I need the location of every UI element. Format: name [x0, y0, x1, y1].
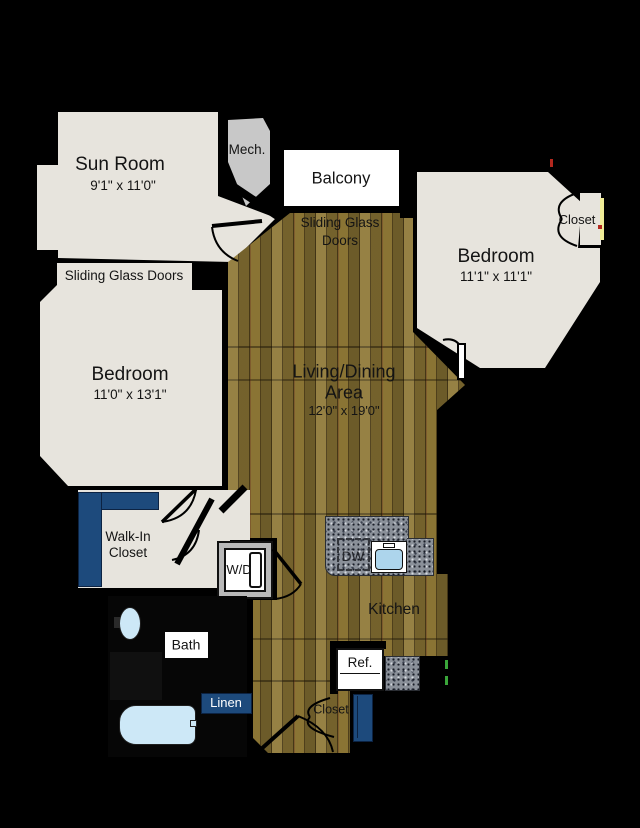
green-dash-1 [445, 660, 448, 669]
bedroom-right-label: Bedroom [457, 246, 535, 268]
kitchen-label: Kitchen [368, 600, 420, 618]
sliding-glass-doors-left-label: Sliding Glass Doors [64, 267, 184, 283]
bedroom-left-dims: 11'0" x 13'1" [93, 386, 167, 402]
washer-dryer-label: W/D [226, 562, 252, 578]
mech-room [228, 118, 270, 206]
kitchen-counter-right [407, 538, 434, 576]
sun-room-label: Sun Room [75, 154, 165, 176]
kitchen-faucet [383, 543, 395, 548]
dishwasher [337, 538, 370, 571]
window-marker-red-2 [598, 225, 602, 229]
toilet-tank [114, 617, 120, 628]
bedroom-left-label: Bedroom [91, 364, 169, 386]
bathtub [119, 705, 196, 745]
kitchen-sink-basin [375, 549, 403, 570]
linen-label: Linen [210, 695, 242, 711]
walk-in-closet-shelf-left [78, 492, 102, 587]
sun-room-dims: 9'1" x 11'0" [90, 177, 156, 193]
living-dining-label-line1: Living/Dining [292, 361, 396, 382]
bath-label-bg [165, 632, 208, 658]
dishwasher-label: DW [341, 548, 365, 564]
washer-dryer-door [249, 552, 262, 588]
bath-vanity [110, 652, 162, 700]
green-dash-2 [445, 676, 448, 685]
refrigerator-label: Ref. [347, 654, 373, 670]
ref-wall-left [330, 641, 338, 694]
balcony [284, 150, 399, 206]
sliding-glass-doors-top-line1: Sliding Glass [300, 214, 380, 230]
living-dining-label-line2: Area [324, 382, 364, 403]
closet-right-label: Closet [558, 212, 596, 228]
living-dining-dims: 12'0" x 19'0" [308, 403, 380, 419]
refrigerator [336, 648, 384, 691]
closet-bottom-shelf [353, 694, 373, 742]
closet-right-window [600, 198, 604, 240]
refrigerator-door-line [340, 673, 380, 674]
bedroom-left [40, 263, 222, 486]
mech-label: Mech. [228, 141, 266, 157]
toilet [119, 607, 141, 640]
balcony-label: Balcony [311, 169, 371, 188]
bathtub-tap [190, 720, 197, 727]
closet-bottom-shelf-line [357, 696, 358, 738]
linen-badge [201, 693, 252, 714]
bath-label: Bath [171, 636, 201, 653]
counter-beside-ref [385, 656, 420, 691]
walk-in-closet-label-line1: Walk-In [105, 528, 151, 544]
window-marker-red-1 [550, 159, 553, 167]
sliding-glass-doors-top-line2: Doors [321, 232, 359, 248]
ref-wall-top [330, 641, 386, 649]
closet-right [580, 193, 601, 245]
bedroom-right-dims: 11'1" x 11'1" [459, 268, 533, 284]
closet-bottom-label: Closet [313, 702, 349, 717]
walk-in-closet-label-line2: Closet [108, 544, 148, 560]
